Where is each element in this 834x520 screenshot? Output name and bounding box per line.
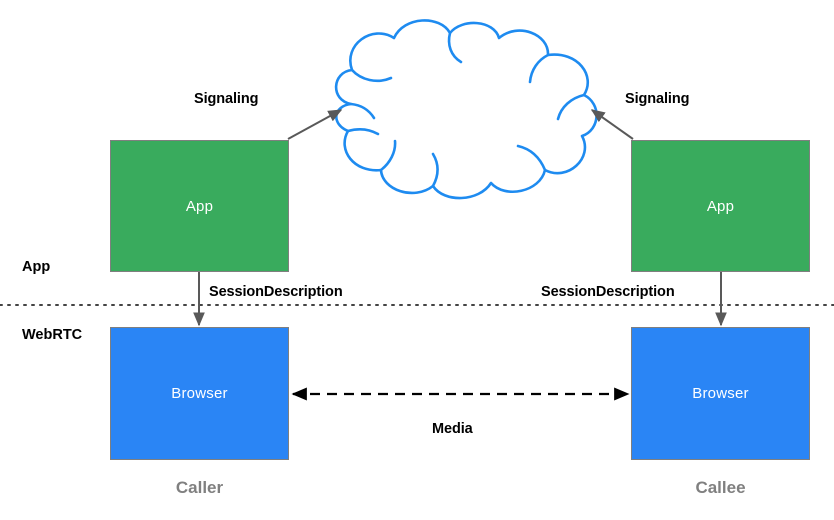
node-callee-app[interactable]: App	[631, 140, 810, 272]
signaling-cloud-icon	[334, 19, 598, 200]
edge-label-callee-signaling: Signaling	[625, 91, 690, 107]
node-caller-browser[interactable]: Browser	[110, 327, 289, 460]
edge-label-caller-sessiondescription: SessionDescription	[209, 284, 343, 300]
node-callee-app-label: App	[706, 197, 735, 215]
edge-label-callee-sessiondescription: SessionDescription	[541, 284, 675, 300]
node-callee-browser[interactable]: Browser	[631, 327, 810, 460]
role-label-callee: Callee	[695, 478, 746, 497]
node-caller-app[interactable]: App	[110, 140, 289, 272]
edge-label-media: Media	[432, 421, 473, 437]
node-caller-browser-label: Browser	[171, 385, 228, 402]
role-label-caller: Caller	[175, 478, 224, 497]
node-caller-app-label: App	[185, 197, 214, 215]
layer-label-webrtc: WebRTC	[22, 327, 83, 343]
edge-caller-signaling	[287, 109, 343, 140]
node-callee-browser-label: Browser	[692, 385, 749, 402]
edge-label-caller-signaling: Signaling	[194, 91, 259, 107]
edge-callee-signaling	[590, 109, 634, 140]
layer-label-app: App	[22, 259, 51, 275]
